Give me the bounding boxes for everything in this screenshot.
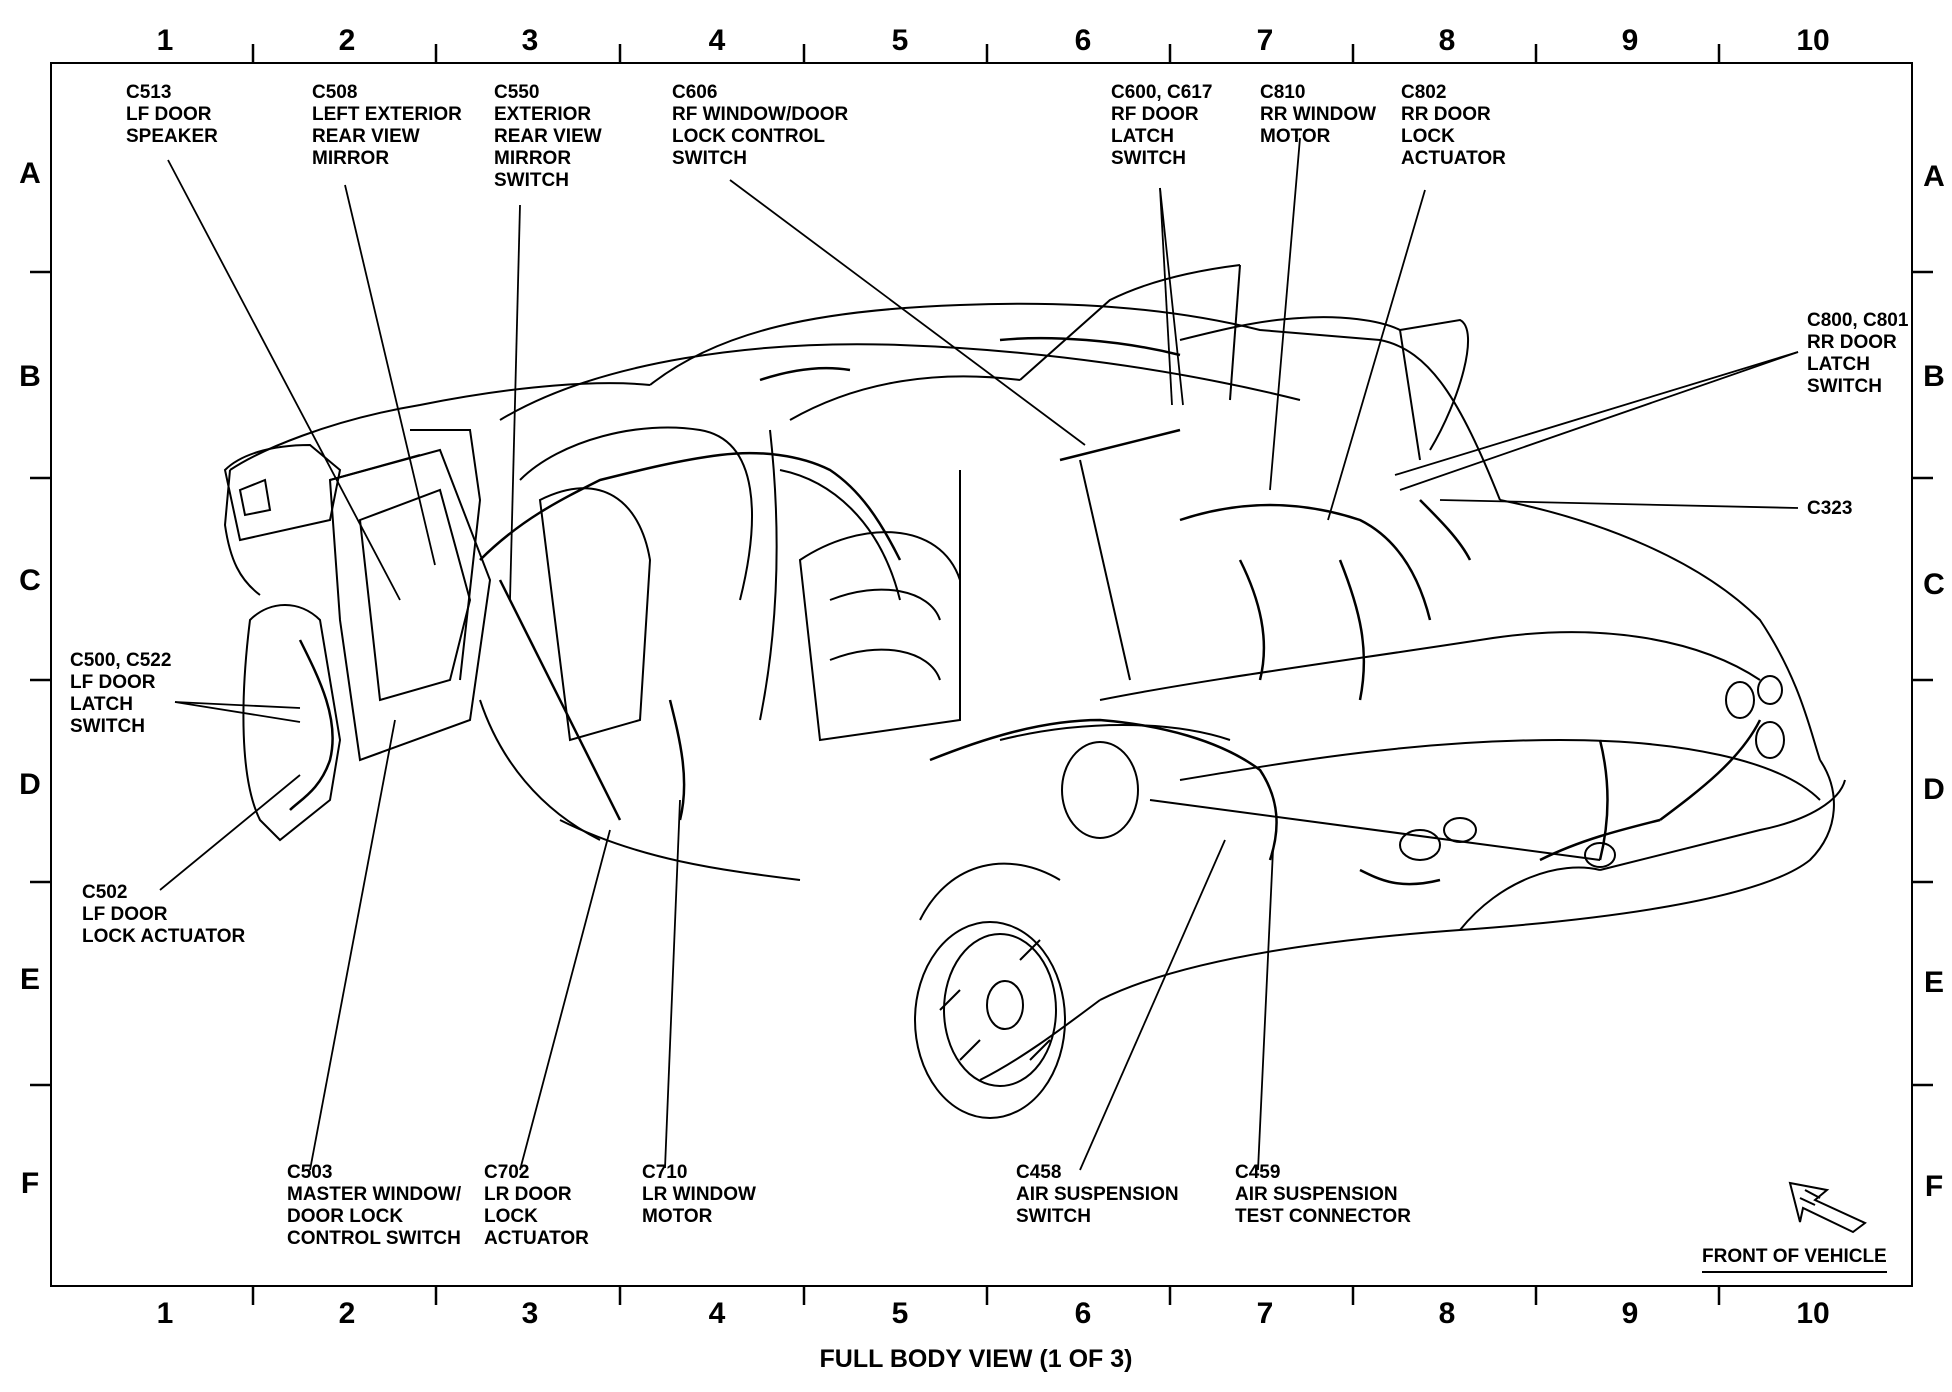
seats bbox=[538, 487, 961, 742]
grid-col-bottom: 9 bbox=[1621, 1297, 1639, 1330]
grid-col-bottom: 7 bbox=[1256, 1297, 1274, 1330]
car-body bbox=[223, 264, 1835, 1081]
grid-col-bottom: 2 bbox=[338, 1297, 356, 1330]
label-c500-c522: C500, C522 LF DOOR LATCH SWITCH bbox=[70, 650, 172, 737]
grid-col-top: 6 bbox=[1074, 24, 1092, 57]
grid-col-bottom: 5 bbox=[891, 1297, 909, 1330]
rear-wheel bbox=[914, 741, 1139, 1119]
grid-row-left: B bbox=[19, 360, 41, 393]
label-c459: C459 AIR SUSPENSION TEST CONNECTOR bbox=[1235, 1162, 1411, 1227]
front-of-vehicle-label: FRONT OF VEHICLE bbox=[1702, 1246, 1887, 1273]
grid-row-right: F bbox=[1924, 1170, 1944, 1203]
grid-col-top: 10 bbox=[1796, 24, 1830, 57]
grid-row-right: C bbox=[1923, 568, 1945, 601]
grid-ticks bbox=[30, 44, 1933, 1305]
grid-row-left: A bbox=[19, 157, 41, 190]
label-c600-c617: C600, C617 RF DOOR LATCH SWITCH bbox=[1111, 82, 1213, 169]
label-c802: C802 RR DOOR LOCK ACTUATOR bbox=[1401, 82, 1506, 169]
grid-col-top: 7 bbox=[1256, 24, 1274, 57]
grid-row-left: F bbox=[20, 1167, 40, 1200]
grid-col-top: 1 bbox=[156, 24, 174, 57]
diagram-frame bbox=[50, 62, 1913, 1287]
grid-col-top: 9 bbox=[1621, 24, 1639, 57]
grid-col-bottom: 1 bbox=[156, 1297, 174, 1330]
grid-col-top: 5 bbox=[891, 24, 909, 57]
front-end bbox=[1399, 675, 1846, 931]
grid-col-bottom: 8 bbox=[1438, 1297, 1456, 1330]
grid-col-bottom: 10 bbox=[1796, 1297, 1830, 1330]
grid-row-left: E bbox=[19, 963, 40, 996]
leader-lines bbox=[159, 137, 1799, 1171]
grid-col-bottom: 6 bbox=[1074, 1297, 1092, 1330]
grid-row-left: C bbox=[19, 564, 41, 597]
grid-row-right: E bbox=[1923, 966, 1944, 999]
label-c810: C810 RR WINDOW MOTOR bbox=[1260, 82, 1377, 147]
label-c503: C503 MASTER WINDOW/ DOOR LOCK CONTROL SW… bbox=[287, 1162, 462, 1249]
grid-row-right: A bbox=[1923, 160, 1945, 193]
grid-col-bottom: 3 bbox=[521, 1297, 539, 1330]
label-c323: C323 bbox=[1807, 498, 1853, 519]
grid-row-left: D bbox=[19, 768, 41, 801]
label-c513: C513 LF DOOR SPEAKER bbox=[126, 82, 218, 147]
front-arrow-icon bbox=[1788, 1181, 1867, 1234]
label-c606: C606 RF WINDOW/DOOR LOCK CONTROL SWITCH bbox=[672, 82, 849, 169]
label-c502: C502 LF DOOR LOCK ACTUATOR bbox=[82, 882, 246, 947]
wiring-harness bbox=[289, 336, 1762, 886]
grid-col-top: 3 bbox=[521, 24, 539, 57]
label-c800-c801: C800, C801 RR DOOR LATCH SWITCH bbox=[1807, 310, 1909, 397]
grid-row-right: B bbox=[1923, 360, 1945, 393]
grid-col-top: 4 bbox=[708, 24, 726, 57]
left-front-door bbox=[242, 448, 492, 842]
grid-row-right: D bbox=[1923, 773, 1945, 806]
label-c550: C550 EXTERIOR REAR VIEW MIRROR SWITCH bbox=[494, 82, 602, 191]
grid-col-bottom: 4 bbox=[708, 1297, 726, 1330]
rear-trunk bbox=[223, 429, 482, 681]
grid-col-top: 2 bbox=[338, 24, 356, 57]
label-c702: C702 LR DOOR LOCK ACTUATOR bbox=[484, 1162, 589, 1249]
grid-col-top: 8 bbox=[1438, 24, 1456, 57]
label-c710: C710 LR WINDOW MOTOR bbox=[642, 1162, 756, 1227]
label-c458: C458 AIR SUSPENSION SWITCH bbox=[1016, 1162, 1179, 1227]
diagram-caption: FULL BODY VIEW (1 OF 3) bbox=[819, 1345, 1133, 1373]
label-c508: C508 LEFT EXTERIOR REAR VIEW MIRROR bbox=[312, 82, 462, 169]
